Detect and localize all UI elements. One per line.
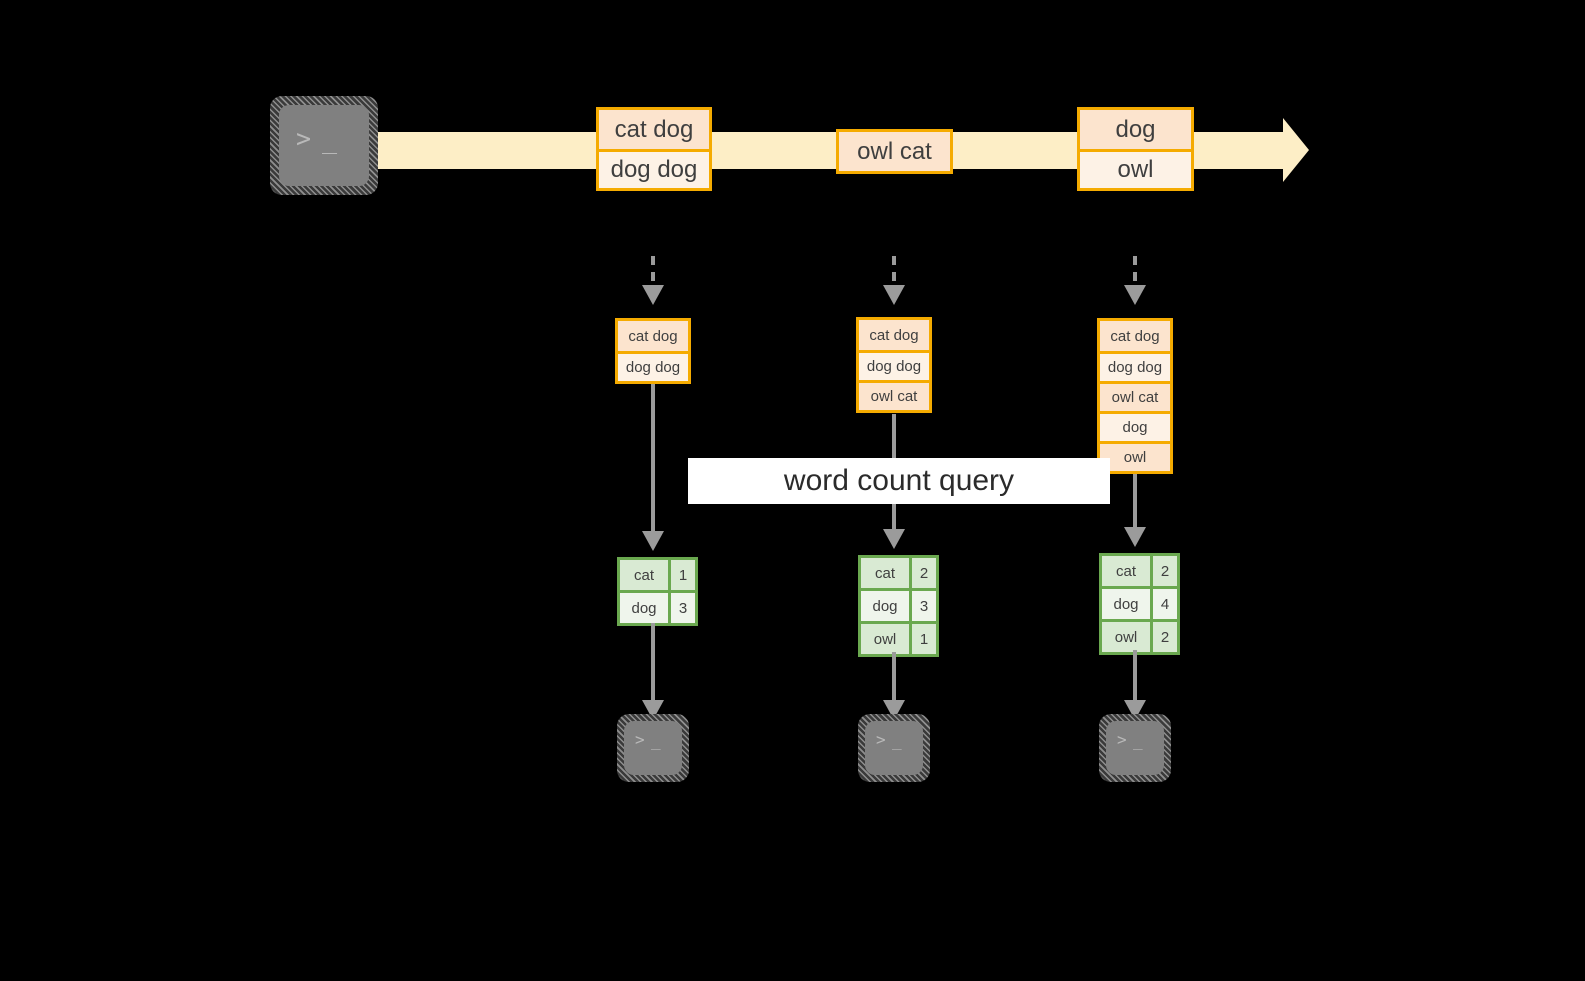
accumulated-line: dog dog xyxy=(859,350,929,380)
stream-record-1: cat dog dog dog xyxy=(596,107,712,191)
stream-arrowhead xyxy=(1283,118,1309,182)
arrowhead-down-query-2 xyxy=(883,529,905,549)
dashed-connector-2 xyxy=(892,256,896,285)
terminal-prompt-glyph: > xyxy=(876,730,887,749)
table-row: dog 3 xyxy=(620,590,695,623)
accumulated-records-1: cat dog dog dog xyxy=(615,318,691,384)
record-line: cat dog xyxy=(599,110,709,149)
table-row: owl 1 xyxy=(861,621,936,654)
terminal-screen xyxy=(624,721,682,775)
accumulated-line: dog dog xyxy=(618,351,688,381)
table-cell-count: 1 xyxy=(909,624,936,654)
accumulated-line: cat dog xyxy=(1100,321,1170,351)
table-cell-count: 3 xyxy=(909,591,936,621)
table-cell-count: 2 xyxy=(1150,556,1177,586)
query-connector-3 xyxy=(1133,474,1137,527)
table-cell-word: dog xyxy=(861,591,909,621)
accumulated-line: owl cat xyxy=(859,380,929,410)
table-row: cat 1 xyxy=(620,560,695,590)
sink-connector-1 xyxy=(651,623,655,700)
sink-connector-2 xyxy=(892,652,896,700)
stream-record-2: owl cat xyxy=(836,129,953,174)
table-row: cat 2 xyxy=(861,558,936,588)
table-cell-word: owl xyxy=(861,624,909,654)
table-row: cat 2 xyxy=(1102,556,1177,586)
accumulated-records-2: cat dog dog dog owl cat xyxy=(856,317,932,413)
arrowhead-down-query-1 xyxy=(642,531,664,551)
table-cell-word: cat xyxy=(1102,556,1150,586)
terminal-screen xyxy=(1106,721,1164,775)
accumulated-line: cat dog xyxy=(618,321,688,351)
accumulated-line: owl xyxy=(1100,441,1170,471)
query-connector-1 xyxy=(651,384,655,531)
sink-connector-3 xyxy=(1133,650,1137,700)
accumulated-line: dog xyxy=(1100,411,1170,441)
table-cell-word: owl xyxy=(1102,622,1150,652)
table-row: dog 4 xyxy=(1102,586,1177,619)
accumulated-line: cat dog xyxy=(859,320,929,350)
terminal-screen xyxy=(865,721,923,775)
terminal-screen xyxy=(279,105,369,186)
word-count-table-3: cat 2 dog 4 owl 2 xyxy=(1099,553,1180,655)
table-row: dog 3 xyxy=(861,588,936,621)
table-cell-count: 4 xyxy=(1150,589,1177,619)
stream-record-3: dog owl xyxy=(1077,107,1194,191)
source-terminal-icon[interactable]: > _ xyxy=(270,96,378,195)
word-count-query-label: word count query xyxy=(688,458,1110,504)
terminal-cursor-glyph: _ xyxy=(1133,731,1144,750)
table-cell-word: dog xyxy=(1102,589,1150,619)
record-line: dog dog xyxy=(599,149,709,188)
accumulated-line: dog dog xyxy=(1100,351,1170,381)
sink-terminal-icon-3[interactable]: > _ xyxy=(1099,714,1171,782)
arrowhead-down-query-3 xyxy=(1124,527,1146,547)
terminal-prompt-glyph: > xyxy=(635,730,646,749)
table-cell-count: 2 xyxy=(909,558,936,588)
word-count-table-2: cat 2 dog 3 owl 1 xyxy=(858,555,939,657)
table-cell-word: cat xyxy=(861,558,909,588)
word-count-query-label-text: word count query xyxy=(783,464,1015,497)
record-line: owl xyxy=(1080,149,1191,188)
accumulated-line: owl cat xyxy=(1100,381,1170,411)
sink-terminal-icon-2[interactable]: > _ xyxy=(858,714,930,782)
table-cell-word: cat xyxy=(620,560,668,590)
record-line: dog xyxy=(1080,110,1191,149)
table-row: owl 2 xyxy=(1102,619,1177,652)
record-line: owl cat xyxy=(839,132,950,171)
terminal-prompt-glyph: > xyxy=(296,124,313,153)
table-cell-count: 3 xyxy=(668,593,695,623)
terminal-cursor-glyph: _ xyxy=(892,731,903,750)
terminal-prompt-glyph: > xyxy=(1117,730,1128,749)
sink-terminal-icon-1[interactable]: > _ xyxy=(617,714,689,782)
table-cell-word: dog xyxy=(620,593,668,623)
arrowhead-down-3 xyxy=(1124,285,1146,305)
terminal-cursor-glyph: _ xyxy=(651,731,662,750)
terminal-cursor-glyph: _ xyxy=(322,125,339,154)
dashed-connector-3 xyxy=(1133,256,1137,285)
dashed-connector-1 xyxy=(651,256,655,285)
arrowhead-down-1 xyxy=(642,285,664,305)
word-count-table-1: cat 1 dog 3 xyxy=(617,557,698,626)
table-cell-count: 2 xyxy=(1150,622,1177,652)
table-cell-count: 1 xyxy=(668,560,695,590)
accumulated-records-3: cat dog dog dog owl cat dog owl xyxy=(1097,318,1173,474)
arrowhead-down-2 xyxy=(883,285,905,305)
